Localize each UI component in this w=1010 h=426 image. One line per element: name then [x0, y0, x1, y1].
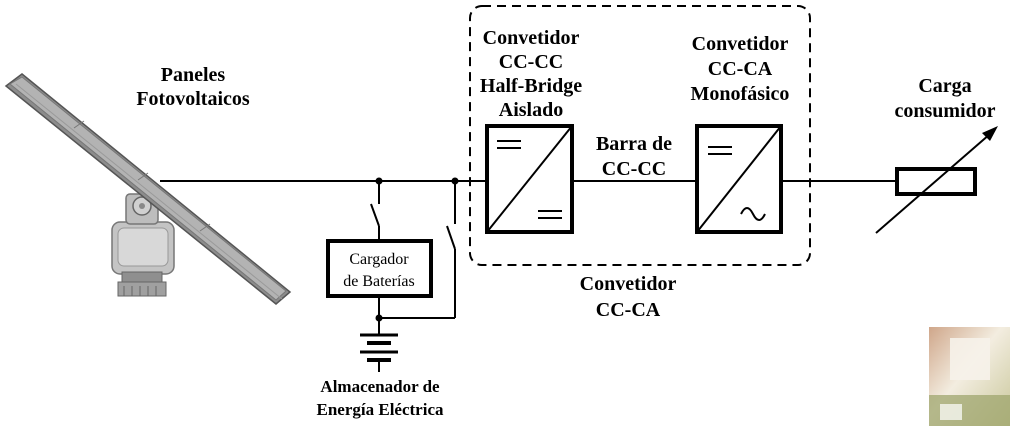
- total-converter-label-line2: CC-CA: [596, 299, 661, 321]
- load-label-line1: Carga: [918, 75, 971, 97]
- storage-label-line2: Energía Eléctrica: [317, 400, 444, 419]
- solar-panel-icon: [4, 73, 292, 305]
- dcdc-label-line4: Aislado: [499, 99, 563, 121]
- dc-dc-converter-icon: [485, 124, 574, 234]
- switch-icon: [370, 181, 380, 241]
- load-label-line2: consumidor: [894, 100, 995, 122]
- bus-label-line2: CC-CC: [602, 158, 666, 180]
- battery-icon: [360, 318, 398, 372]
- charger-label-line1: Cargador: [349, 251, 409, 268]
- dcdc-label-line1: Convetidor: [483, 27, 580, 49]
- bus-label-line1: Barra de: [596, 133, 672, 155]
- total-converter-label-line1: Convetidor: [580, 273, 677, 295]
- switch-icon: [379, 181, 456, 319]
- converter-enclosure: [469, 5, 811, 266]
- panels-label-line1: Paneles: [161, 64, 226, 86]
- storage-label-line1: Almacenador de: [320, 377, 440, 396]
- dcdc-label-line2: CC-CC: [499, 51, 563, 73]
- charger-label-line2: de Baterías: [343, 273, 415, 290]
- panels-label-line2: Fotovoltaicos: [136, 88, 250, 110]
- dcac-label-line2: CC-CA: [708, 58, 773, 80]
- dcac-label-line3: Monofásico: [691, 83, 790, 105]
- variable-load-icon: [875, 126, 998, 234]
- battery-charger-box: Cargador de Baterías: [326, 239, 433, 318]
- thumbnail-image: [929, 327, 1010, 426]
- dc-ac-inverter-icon: [695, 124, 783, 234]
- dcdc-label-line3: Half-Bridge: [480, 75, 582, 97]
- dcac-label-line1: Convetidor: [692, 33, 789, 55]
